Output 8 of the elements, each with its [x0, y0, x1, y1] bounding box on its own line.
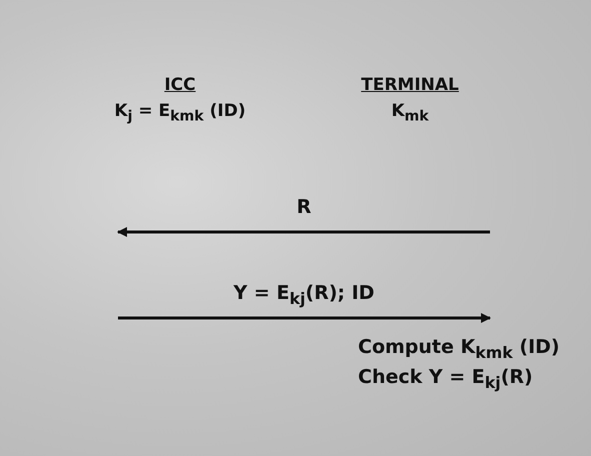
computation-note: Compute K$_{kmk}$ (ID) [358, 336, 560, 362]
message-label: Y = E$_{kj}$(R); ID [234, 282, 374, 308]
key-formula: K$_{mk}$ [390, 100, 430, 126]
party-heading: ICC [163, 74, 197, 97]
message-label: R [296, 196, 312, 218]
party-heading: TERMINAL [360, 74, 460, 97]
computation-note: Check Y = E$_{kj}$(R) [358, 366, 533, 392]
key-formula: K$_{j}$ = E$_{kmk}$ (ID) [113, 100, 247, 126]
